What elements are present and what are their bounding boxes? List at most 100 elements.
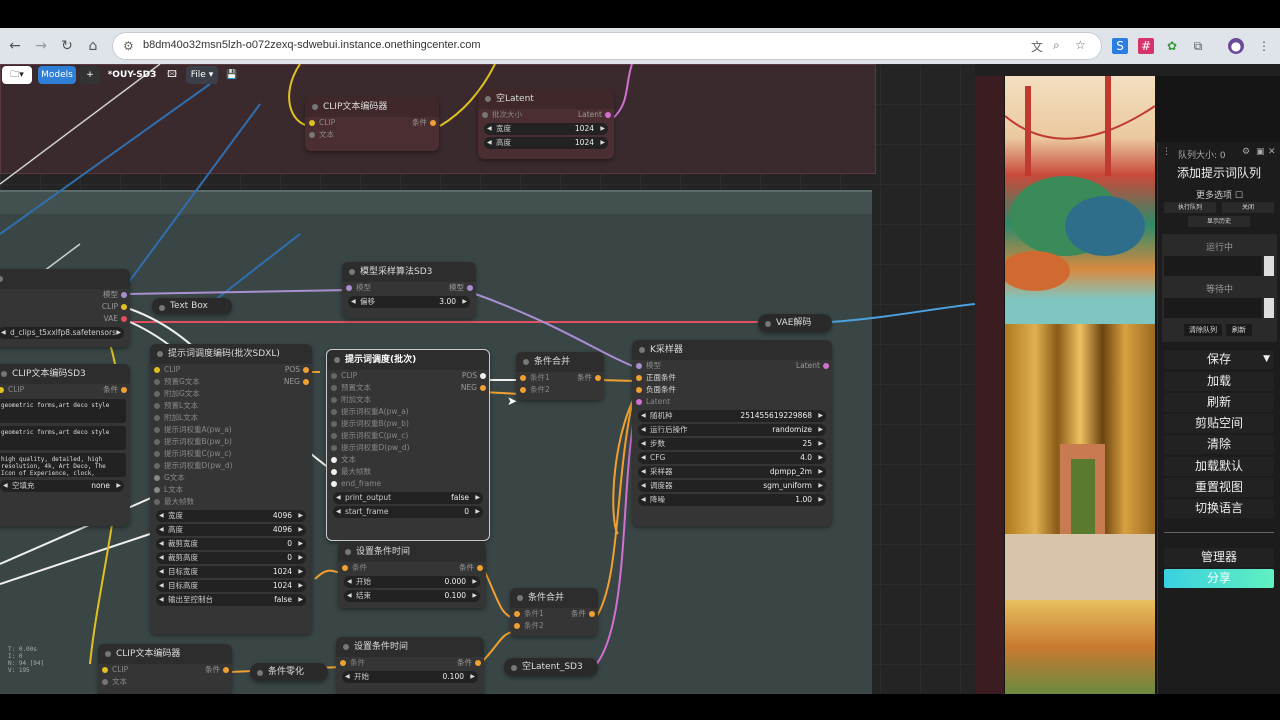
translate-icon[interactable]: 文 <box>1031 40 1044 54</box>
load-button[interactable]: 加载 <box>1164 372 1274 391</box>
back-icon[interactable]: ← <box>9 38 21 54</box>
start-widget[interactable]: 开始0.100 <box>342 671 478 683</box>
input-4[interactable]: 提示词权重C(pw_c) <box>327 430 489 442</box>
drag-handle-icon[interactable]: ⋮ <box>1162 147 1171 157</box>
input-1[interactable]: 附加文本 <box>327 394 489 406</box>
output-vae[interactable]: VAE <box>0 313 130 325</box>
clip-g-textarea[interactable]: geometric forms,art deco style <box>0 426 126 450</box>
node-text-box[interactable]: Text Box <box>152 298 232 314</box>
input-6[interactable]: 文本 <box>327 454 489 466</box>
input-model[interactable]: 模型模型 <box>342 282 476 294</box>
input-6[interactable]: 提示词权重C(pw_c) <box>150 448 312 460</box>
input-cond[interactable]: 条件条件 <box>336 657 484 669</box>
input-1[interactable]: 附加G文本 <box>150 388 312 400</box>
reload-icon[interactable]: ↻ <box>61 38 73 54</box>
clip-l-textarea[interactable]: geometric forms,art deco style <box>0 399 126 423</box>
folder-menu-button[interactable]: 🗀▾ <box>2 66 32 84</box>
output-clip[interactable]: CLIP <box>0 301 130 313</box>
input-cond[interactable]: 条件条件 <box>338 562 486 574</box>
pending-scrollbar[interactable] <box>1264 298 1274 318</box>
close-button[interactable]: 关闭 <box>1222 202 1274 213</box>
extensions-puzzle-icon[interactable]: ⧉ <box>1193 39 1203 53</box>
node-canvas[interactable]: 🗀▾ Models + *OUY-SD3 🖾 File ▾ 💾 CLIP文本编码… <box>0 64 975 694</box>
history-button[interactable]: 显示历史 <box>1188 216 1250 227</box>
clear-queue-button[interactable]: 清除队列 <box>1184 324 1222 336</box>
clear-button[interactable]: 清除 <box>1164 435 1274 454</box>
input-8[interactable]: end_frame <box>327 478 489 490</box>
node-checkpoint-loader[interactable]: 模型 CLIP VAE d_clips_t5xxlfp8.safetensors <box>0 269 130 347</box>
pending-list[interactable] <box>1164 298 1262 318</box>
node-conditioning-zero-out[interactable]: 条件零化 <box>250 663 328 681</box>
input-10[interactable]: 最大帧数 <box>150 496 312 508</box>
home-icon[interactable]: ⌂ <box>88 38 98 54</box>
input-latent[interactable]: Latent <box>632 396 832 408</box>
run-queue-button[interactable]: 执行队列 <box>1164 202 1216 213</box>
shift-widget[interactable]: 偏移3.00 <box>348 296 470 308</box>
save-icon[interactable]: 💾 <box>226 70 238 80</box>
node-empty-latent-sd3[interactable]: 空Latent_SD3 <box>504 658 598 676</box>
load-default-button[interactable]: 加载默认 <box>1164 457 1274 476</box>
input-8[interactable]: G文本 <box>150 472 312 484</box>
input-negative[interactable]: 负面条件 <box>632 384 832 396</box>
file-menu-button[interactable]: File ▾ <box>186 66 218 84</box>
generated-image-1[interactable] <box>1005 76 1155 324</box>
generated-image-3[interactable] <box>1005 600 1155 694</box>
refresh-queue-button[interactable]: 刷新 <box>1226 324 1252 336</box>
input-2[interactable]: 预置L文本 <box>150 400 312 412</box>
input-5[interactable]: 提示词权重B(pw_b) <box>150 436 312 448</box>
profile-avatar[interactable]: ● <box>1228 38 1244 54</box>
running-list[interactable] <box>1164 256 1262 276</box>
save-dropdown-icon[interactable]: ▼ <box>1263 354 1270 364</box>
manager-button[interactable]: 管理器 <box>1164 548 1274 567</box>
input-text[interactable]: 文本 <box>98 676 232 688</box>
extension-green-icon[interactable]: ✿ <box>1166 39 1178 53</box>
generated-image-2[interactable] <box>1005 324 1155 600</box>
site-info-icon[interactable]: ⚙ <box>123 39 134 53</box>
input-7[interactable]: 提示词权重D(pw_d) <box>150 460 312 472</box>
input-4[interactable]: 提示词权重A(pw_a) <box>150 424 312 436</box>
address-bar[interactable]: ⚙ b8dm40o32msn5lzh-o072zexq-sdwebui.inst… <box>112 32 1102 60</box>
clipspace-button[interactable]: 剪贴空间 <box>1164 414 1274 433</box>
input-text[interactable]: 文本 <box>305 129 439 141</box>
refresh-button[interactable]: 刷新 <box>1164 393 1274 412</box>
extension-pink-icon[interactable]: # <box>1138 38 1154 54</box>
zoom-icon[interactable]: ⌕ <box>1053 38 1060 52</box>
extension-s-icon[interactable]: S <box>1112 38 1128 54</box>
bookmark-star-icon[interactable]: ☆ <box>1075 38 1086 52</box>
image-icon[interactable]: 🖾 <box>167 70 177 80</box>
reset-view-button[interactable]: 重置视图 <box>1164 478 1274 497</box>
clip-file-widget[interactable]: d_clips_t5xxlfp8.safetensors <box>0 327 124 339</box>
